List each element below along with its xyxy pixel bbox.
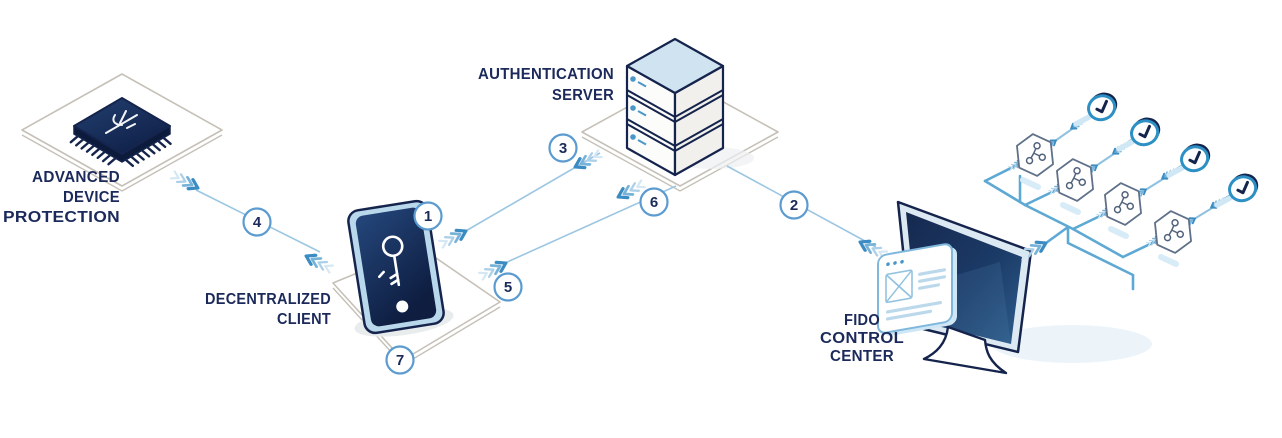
hexagon-molecule-icon bbox=[1104, 182, 1142, 226]
smartphone-key-icon bbox=[347, 199, 445, 335]
step-1-number: 1 bbox=[424, 208, 432, 225]
key-icon bbox=[378, 235, 404, 287]
network-bus-line bbox=[983, 179, 1125, 259]
step-1-badge: 1 bbox=[413, 201, 443, 231]
image-placeholder-icon bbox=[885, 269, 913, 304]
monitor-browser-icon bbox=[877, 200, 1033, 375]
hexagon-molecule-icon bbox=[1154, 210, 1192, 254]
step-3-badge: 3 bbox=[548, 133, 578, 163]
checkmark-circle-icon bbox=[1130, 117, 1161, 147]
step-6-badge: 6 bbox=[639, 187, 669, 217]
step-7-badge: 7 bbox=[385, 345, 415, 375]
device-network bbox=[983, 92, 1259, 291]
adp-label-line-3: PROTECTION bbox=[3, 209, 120, 226]
server-stack-icon bbox=[625, 37, 725, 177]
checkmark-circle-icon bbox=[1228, 173, 1259, 203]
browser-window bbox=[877, 243, 957, 336]
step-5-number: 5 bbox=[504, 279, 512, 296]
adp-label-line-1: ADVANCED bbox=[32, 169, 120, 186]
window-control-dots bbox=[886, 259, 904, 267]
advanced-device-protection-label: ADVANCED DEVICE PROTECTION bbox=[3, 169, 120, 226]
flow-arrow-icon bbox=[436, 224, 470, 251]
network-lower-line bbox=[1066, 225, 1135, 291]
step-5-badge: 5 bbox=[493, 272, 523, 302]
fido-label-line-3: CENTER bbox=[830, 348, 894, 365]
chip-icon bbox=[69, 97, 172, 167]
hexagon-molecule-icon bbox=[1016, 133, 1054, 177]
step-4-badge: 4 bbox=[242, 207, 272, 237]
server-led-indicators bbox=[630, 76, 647, 146]
step-2-number: 2 bbox=[790, 197, 798, 214]
hexagon-molecule-icon bbox=[1056, 158, 1094, 202]
step-2-badge: 2 bbox=[779, 190, 809, 220]
checkmark-circle-icon bbox=[1087, 92, 1118, 122]
client-label-line-1: DECENTRALIZED bbox=[205, 291, 331, 308]
phone-home-button bbox=[396, 300, 409, 313]
connection-client-server-upper bbox=[463, 152, 601, 233]
fido-label-line-1: FIDO bbox=[844, 312, 880, 329]
chip-logo-mark bbox=[105, 110, 138, 134]
monitor-stand bbox=[922, 325, 1008, 375]
adp-label-line-2: DEVICE bbox=[63, 189, 120, 206]
flow-arrow-icon bbox=[302, 249, 336, 276]
decentralized-client-label: DECENTRALIZED CLIENT bbox=[205, 291, 331, 328]
network-entry-line bbox=[1044, 225, 1070, 245]
server-label-line-1: AUTHENTICATION bbox=[478, 66, 614, 83]
step-6-number: 6 bbox=[650, 194, 658, 211]
flow-arrow-icon bbox=[168, 168, 202, 195]
client-label-line-2: CLIENT bbox=[277, 311, 331, 328]
fido-control-center-label: FIDO CONTROL CENTER bbox=[820, 312, 904, 365]
server-label-line-2: SERVER bbox=[552, 87, 614, 104]
step-4-number: 4 bbox=[253, 214, 262, 231]
authentication-server-label: AUTHENTICATION SERVER bbox=[478, 66, 614, 104]
text-line-placeholders bbox=[886, 268, 946, 321]
checkmark-circle-icon bbox=[1180, 143, 1211, 173]
monitor-glow-shadow bbox=[992, 325, 1152, 363]
step-7-number: 7 bbox=[396, 352, 404, 369]
flow-arrow-icon bbox=[571, 147, 605, 174]
step-3-number: 3 bbox=[559, 140, 567, 157]
fido-label-line-2: CONTROL bbox=[820, 330, 904, 347]
